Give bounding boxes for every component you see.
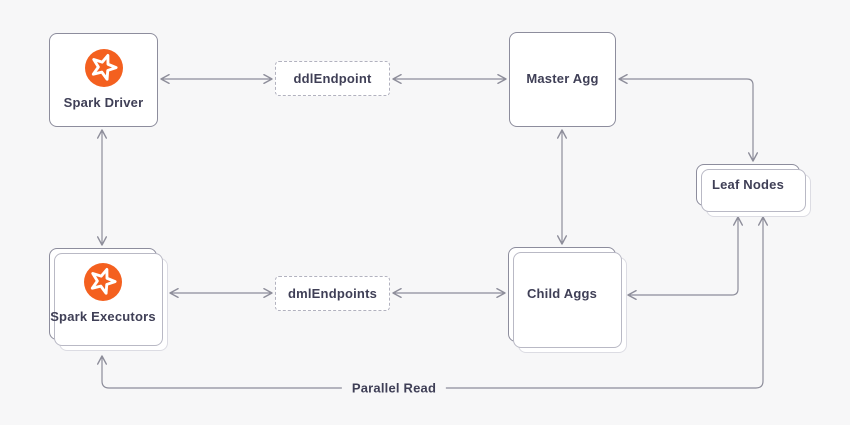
parallel-read-label: Parallel Read bbox=[341, 380, 447, 396]
node-spark-executors: Spark Executors bbox=[49, 248, 157, 340]
spark-star-icon bbox=[84, 263, 122, 302]
node-spark-driver: Spark Driver bbox=[49, 33, 158, 127]
connector-parallel-read bbox=[96, 216, 769, 389]
connector-masteragg-leaf bbox=[618, 73, 759, 162]
node-master-agg: Master Agg bbox=[509, 32, 616, 127]
node-child-aggs: Child Aggs bbox=[508, 247, 616, 342]
node-label: Child Aggs bbox=[526, 286, 598, 302]
node-label: Spark Executors bbox=[50, 309, 156, 325]
node-label: Spark Driver bbox=[63, 95, 144, 111]
node-label: Master Agg bbox=[526, 71, 599, 87]
node-leaf-nodes: Leaf Nodes bbox=[696, 164, 800, 206]
node-label: ddlEndpoint bbox=[293, 71, 372, 86]
node-label: dmlEndpoints bbox=[287, 286, 378, 301]
node-ddl-endpoint: ddlEndpoint bbox=[275, 61, 390, 96]
node-dml-endpoints: dmlEndpoints bbox=[275, 276, 390, 311]
node-label: Leaf Nodes bbox=[711, 176, 785, 192]
connector-childaggs-leaf bbox=[627, 216, 744, 301]
spark-star-icon bbox=[84, 49, 123, 88]
